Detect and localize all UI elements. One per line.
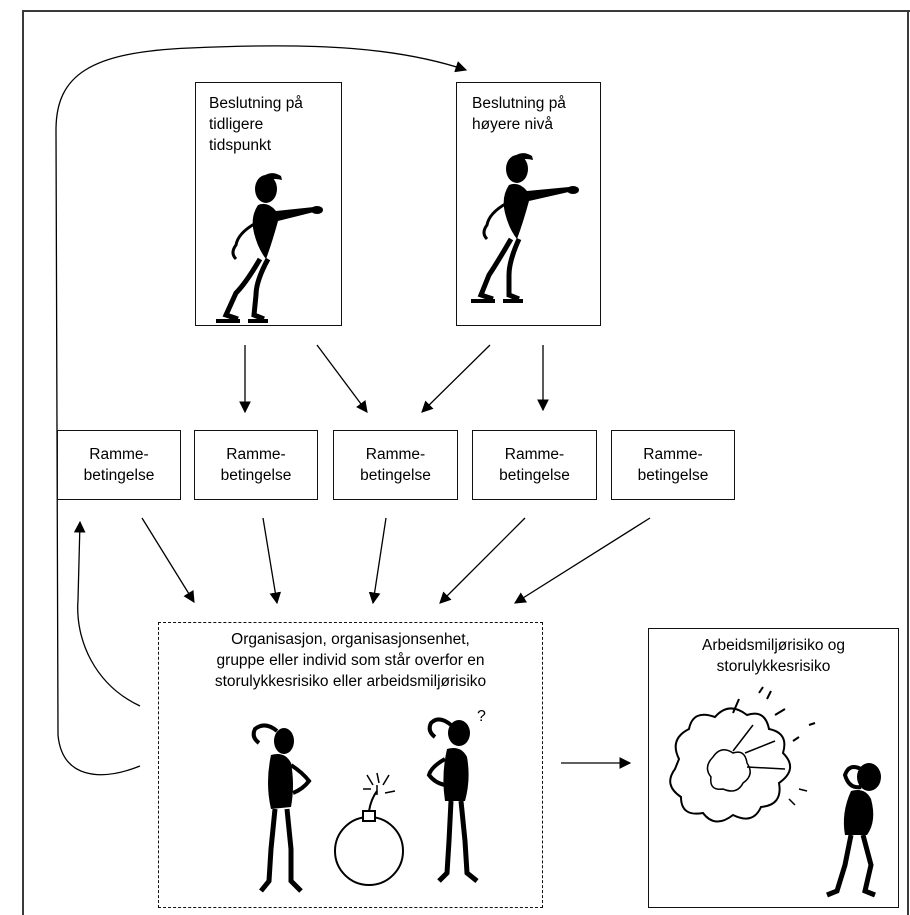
frame-condition-label: Ramme- betingelse xyxy=(83,446,155,484)
arrow-d2-rb3 xyxy=(421,344,491,413)
svg-text:?: ? xyxy=(477,708,486,725)
frame-condition-box: Ramme- betingelse xyxy=(333,430,458,500)
arrow-rb4-org xyxy=(439,517,526,604)
frame-condition-label: Ramme- betingelse xyxy=(220,446,292,484)
frame-condition-box: Ramme- betingelse xyxy=(472,430,597,500)
explosion-icon xyxy=(669,686,881,898)
arrow-d1-rb3 xyxy=(316,344,368,413)
risk-box: Arbeidsmiljørisiko og storulykkesrisiko xyxy=(648,628,899,908)
decision-label-higher-level: Beslutning på høyere nivå xyxy=(472,95,566,133)
pointing-figure-icon xyxy=(471,153,579,303)
people-with-bomb-icon: ? xyxy=(251,708,486,893)
decision-label-earlier: Beslutning på tidligere tidspunkt xyxy=(209,95,303,154)
organisation-label: Organisasjon, organisasjonsenhet, gruppe… xyxy=(214,631,487,690)
frame-left-line xyxy=(22,10,24,915)
arrow-feedback-loop xyxy=(55,45,468,776)
arrow-rb2-org xyxy=(262,517,282,605)
frame-condition-box: Ramme- betingelse xyxy=(611,430,735,500)
arrow-rb3-org xyxy=(368,517,387,605)
frame-condition-box: Ramme- betingelse xyxy=(57,430,181,500)
frame-right-line xyxy=(907,10,909,915)
risk-label: Arbeidsmiljørisiko og storulykkesrisiko xyxy=(702,637,845,675)
frame-condition-label: Ramme- betingelse xyxy=(360,446,431,484)
decision-box-earlier: Beslutning på tidligere tidspunkt xyxy=(195,82,342,326)
arrow-rb5-org xyxy=(514,517,651,604)
frame-top-line xyxy=(22,10,910,12)
arrow-rb1-org xyxy=(141,517,195,603)
decision-box-higher-level: Beslutning på høyere nivå xyxy=(456,82,601,326)
frame-condition-label: Ramme- betingelse xyxy=(637,446,709,484)
frame-condition-label: Ramme- betingelse xyxy=(499,446,570,484)
pointing-figure-icon xyxy=(216,173,323,323)
frame-condition-box: Ramme- betingelse xyxy=(194,430,318,500)
arrow-feedback-rb1 xyxy=(73,520,141,707)
organisation-box: Organisasjon, organisasjonsenhet, gruppe… xyxy=(158,622,543,908)
